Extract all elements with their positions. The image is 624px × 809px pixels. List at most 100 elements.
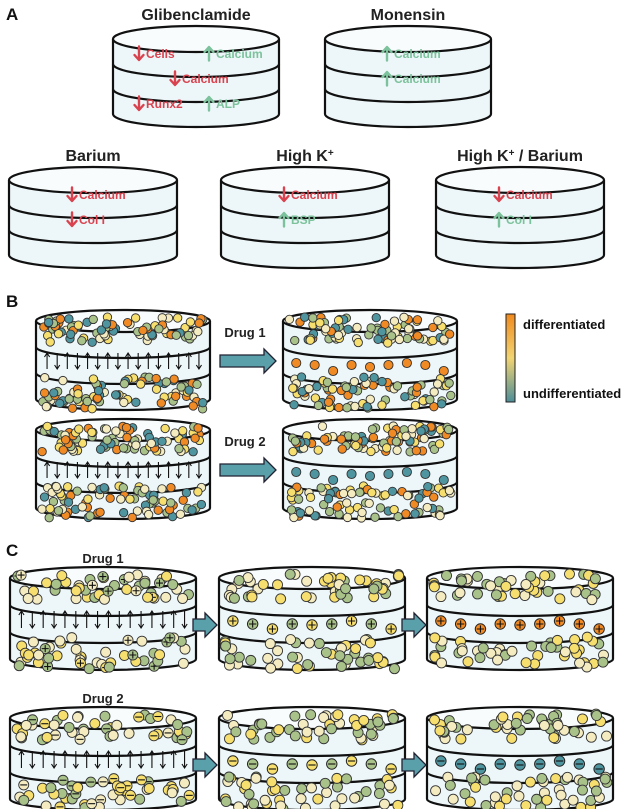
exchange-arrow	[51, 751, 58, 770]
cell	[293, 494, 304, 504]
cell	[494, 800, 505, 809]
cell	[87, 337, 97, 347]
layer-separator	[281, 455, 459, 469]
cell	[240, 779, 252, 791]
cell	[82, 396, 92, 407]
cell	[373, 788, 385, 799]
cell	[183, 330, 194, 341]
cell	[462, 656, 474, 668]
cell	[472, 588, 483, 600]
positive-charge-icon	[347, 617, 356, 625]
cell	[284, 568, 296, 580]
arrow-shape	[493, 211, 505, 228]
down-arrow-icon	[66, 211, 78, 228]
exchange-arrow	[148, 749, 155, 768]
effect-label: Col I	[506, 213, 532, 227]
stage-arrow	[401, 611, 427, 639]
arrow-shape	[169, 70, 181, 87]
cell	[275, 593, 287, 605]
dish-title-text: High K	[276, 148, 328, 165]
well-body	[323, 39, 493, 129]
cell	[224, 653, 236, 665]
cell	[139, 577, 151, 589]
dish-title-text: High K	[457, 148, 509, 165]
cell	[497, 711, 509, 723]
cell	[193, 326, 203, 337]
cell	[477, 642, 489, 654]
cell	[105, 493, 115, 503]
cell	[289, 710, 301, 722]
cell	[45, 503, 55, 514]
well-stage-2	[217, 565, 407, 675]
cell	[425, 395, 435, 405]
cell	[279, 784, 291, 796]
effect-label: Cells	[146, 47, 175, 61]
exchange-arrow	[61, 749, 68, 768]
cell	[326, 723, 337, 735]
cell	[485, 647, 497, 659]
cell	[233, 651, 245, 663]
cell	[160, 423, 170, 434]
cell	[177, 657, 189, 669]
exchange-arrow	[104, 460, 111, 478]
exchange-arrow	[116, 751, 123, 770]
cell	[176, 382, 186, 392]
cell	[305, 335, 315, 345]
cell	[443, 424, 454, 435]
effect-label: Calcium	[506, 188, 553, 202]
exchange-arrow	[74, 353, 81, 371]
exchange-arrow	[125, 351, 132, 369]
cell	[401, 466, 412, 478]
exchange-arrow	[114, 462, 121, 480]
positive-charge-icon	[76, 659, 84, 667]
cell	[313, 445, 323, 455]
cell	[332, 709, 344, 721]
exchange-arrow	[84, 351, 91, 369]
exchange-arrow	[105, 609, 112, 628]
arrow-shape	[203, 45, 215, 62]
cell	[585, 731, 597, 743]
cell	[87, 482, 97, 493]
cell	[171, 330, 181, 340]
cell	[500, 580, 512, 592]
positive-charge-icon	[155, 579, 163, 587]
cell	[435, 510, 445, 521]
cell	[464, 796, 476, 808]
cell	[379, 798, 390, 809]
layer-separator	[425, 744, 615, 758]
cell	[192, 379, 202, 390]
cell	[375, 503, 386, 513]
cell	[362, 402, 372, 412]
cell	[95, 507, 105, 517]
cell	[337, 444, 347, 454]
cell	[456, 575, 467, 587]
cell	[70, 585, 82, 597]
positive-charge-icon	[88, 581, 96, 589]
cell	[597, 656, 609, 668]
exchange-arrow	[40, 749, 47, 768]
positive-charge-icon	[575, 620, 583, 628]
exchange-arrow	[195, 462, 202, 480]
cell	[250, 772, 262, 784]
exchange-arrow	[64, 351, 71, 369]
cell	[392, 445, 402, 455]
cell	[341, 773, 352, 785]
layer-separator	[217, 744, 407, 758]
cell	[295, 793, 307, 805]
cell	[331, 772, 343, 784]
cell	[131, 440, 141, 450]
exchange-arrow	[155, 462, 162, 480]
cell	[436, 657, 447, 669]
well-stage-1	[8, 565, 198, 675]
cell	[351, 440, 361, 451]
cell	[170, 428, 180, 438]
cell	[347, 488, 357, 499]
panel-a-letter: A	[6, 5, 18, 24]
cell	[151, 373, 161, 384]
cell	[521, 713, 533, 724]
cell	[444, 779, 456, 791]
cell	[40, 373, 50, 383]
cell	[433, 316, 443, 326]
